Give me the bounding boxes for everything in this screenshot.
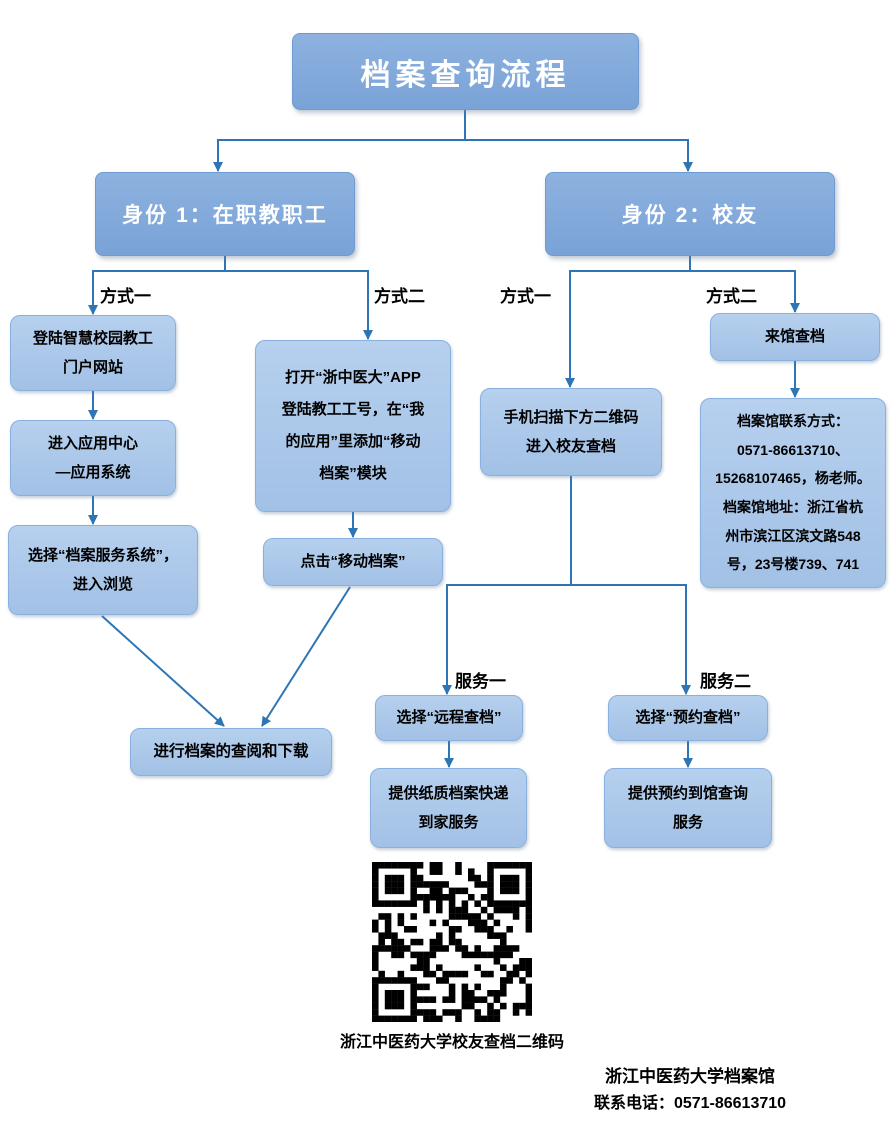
alumni-m1-step1-box: 手机扫描下方二维码 进入校友查档 [480,388,662,476]
staff-m1-step1-box: 登陆智慧校园教工 门户网站 [10,315,176,391]
staff-final-box: 进行档案的查阅和下载 [130,728,332,776]
service2-step1-box: 选择“预约查档” [608,695,768,741]
identity-staff-box: 身份 1：在职教职工 [95,172,355,256]
staff-m1-step3-box: 选择“档案服务系统”， 进入浏览 [8,525,198,615]
alumni-m2-contact-box: 档案馆联系方式： 0571-86613710、 15268107465，杨老师。… [700,398,886,588]
footer-phone: 联系电话：0571-86613710 [593,1095,787,1112]
qr-code-pattern [372,862,533,1023]
service1-step1-box: 选择“远程查档” [375,695,523,741]
label-staff-method1: 方式一 [100,287,151,306]
service2-step2-box: 提供预约到馆查询 服务 [604,768,772,848]
qr-caption: 浙江中医药大学校友查档二维码 [339,1034,564,1051]
staff-m2-step2-box: 点击“移动档案” [263,538,443,586]
label-alumni-method1: 方式一 [500,287,551,306]
service1-step2-box: 提供纸质档案快递 到家服务 [370,768,527,848]
identity-alumni-box: 身份 2：校友 [545,172,835,256]
alumni-m2-step1-box: 来馆查档 [710,313,880,361]
footer-org: 浙江中医药大学档案馆 [605,1067,775,1086]
label-service2: 服务二 [700,672,751,691]
label-service1: 服务一 [455,672,506,691]
label-staff-method2: 方式二 [374,287,425,306]
qr-code [372,862,533,1023]
title-box: 档案查询流程 [292,33,639,110]
staff-m2-step1-box: 打开“浙中医大”APP 登陆教工工号，在“我 的应用”里添加“移动 档案”模块 [255,340,451,512]
label-alumni-method2: 方式二 [706,287,757,306]
staff-m1-step2-box: 进入应用中心 —应用系统 [10,420,176,496]
